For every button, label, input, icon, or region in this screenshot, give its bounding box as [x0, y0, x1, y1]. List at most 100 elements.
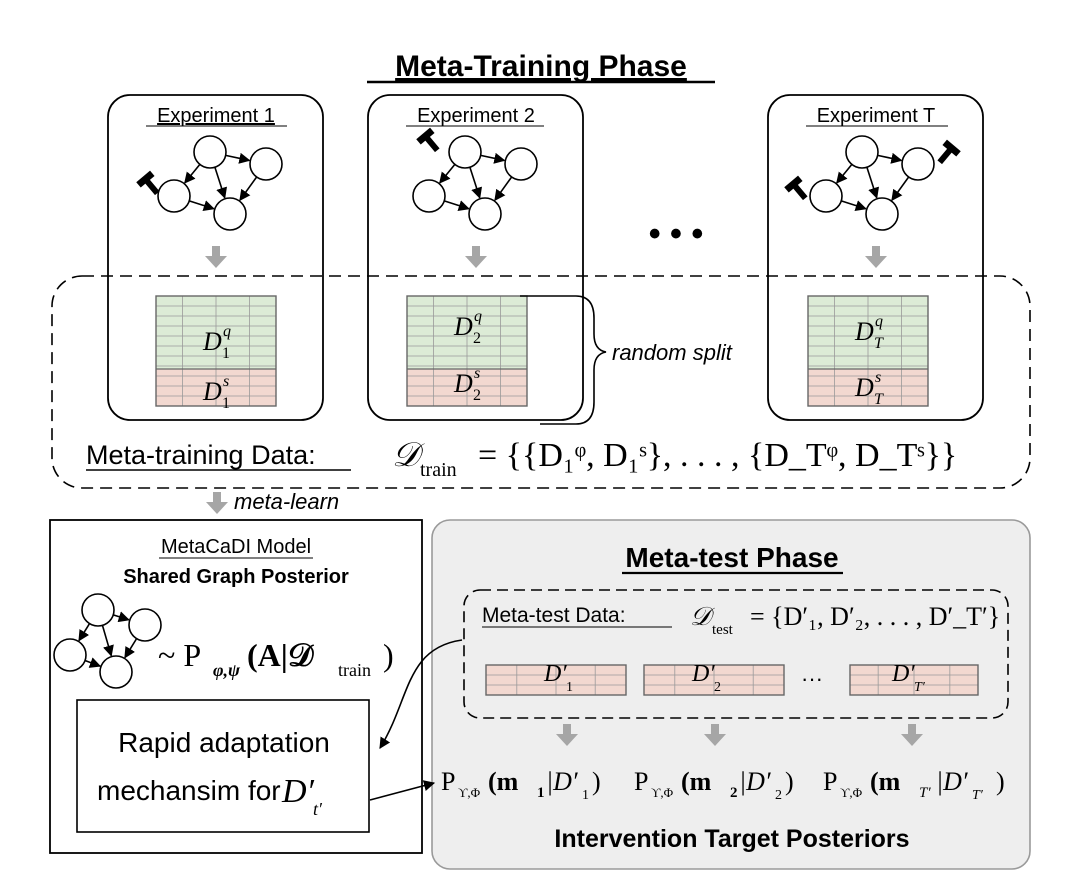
graph-edge — [439, 163, 456, 184]
test-table-1 — [485, 664, 627, 696]
split-brace — [520, 295, 607, 425]
svg-text:P: P — [823, 767, 837, 796]
svg-text:2: 2 — [775, 788, 782, 803]
test-data-region — [463, 589, 1009, 719]
test-set-sub: T′ — [914, 680, 926, 695]
test-footer: Intervention Target Posteriors — [554, 825, 909, 853]
graph-edge — [124, 638, 138, 659]
graph-edge — [84, 657, 102, 668]
svg-text:): ) — [785, 767, 794, 796]
graph-edge — [891, 176, 910, 202]
svg-text:(m: (m — [870, 767, 901, 796]
experiment-label: Experiment T — [817, 105, 936, 127]
graph-edge — [840, 200, 867, 212]
adaptation-box — [76, 699, 370, 833]
graph-edge — [112, 611, 130, 623]
svg-text:(m: (m — [681, 767, 712, 796]
split-label: random split — [612, 340, 733, 365]
query-set-label: D — [202, 327, 222, 356]
svg-text:P: P — [634, 767, 648, 796]
test-data-label: Meta-test Data: — [482, 604, 626, 627]
meta-learn-label: meta-learn — [234, 489, 339, 514]
down-arrow-icon — [205, 246, 887, 268]
experiment-card-t: Experiment T — [767, 94, 984, 421]
query-set-sup: q — [474, 308, 482, 325]
graph-node — [53, 638, 87, 672]
graph-node — [504, 147, 538, 181]
graph-node — [468, 197, 502, 231]
graph-node — [809, 179, 843, 213]
support-set-sub: 2 — [473, 387, 481, 404]
support-set-label: D — [854, 373, 874, 402]
experiment-label: Experiment 1 — [157, 105, 275, 127]
query-set-label: D — [453, 312, 473, 341]
graph-node — [128, 608, 162, 642]
test-set-label: D′ — [691, 661, 715, 687]
graph-node — [213, 197, 247, 231]
graph-node — [448, 135, 482, 169]
hammer-icon — [416, 127, 440, 153]
training-data-label: Meta-training Data: — [86, 440, 316, 470]
hammer-icon — [784, 175, 808, 201]
experiments-ellipsis: • • • — [649, 215, 704, 253]
test-table-t — [849, 664, 979, 696]
test-sets-ellipsis: ··· — [801, 666, 823, 691]
svg-text:(m: (m — [488, 767, 519, 796]
adaptation-var-sub: t′ — [313, 799, 323, 819]
query-set-label: D — [854, 317, 874, 346]
target-posterior-t: P ϒ,Φ (m T′ |D′ T′ ) — [823, 767, 1005, 803]
causal-graph-2 — [412, 135, 538, 231]
data-table-t — [807, 295, 929, 407]
causal-graph-1 — [157, 135, 283, 231]
svg-text:|D′: |D′ — [739, 767, 771, 796]
test-set-label: D′ — [891, 661, 915, 687]
graph-node — [901, 147, 935, 181]
test-title: Meta-test Phase — [625, 542, 838, 573]
graph-node — [249, 147, 283, 181]
adaptation-line-2: mechansim for — [97, 775, 281, 806]
graph-edge — [184, 163, 201, 184]
model-title: MetaCaDI Model — [161, 536, 311, 558]
svg-text:train: train — [420, 459, 457, 481]
graph-edge — [214, 166, 228, 199]
graph-edge — [443, 200, 470, 212]
svg-text:): ) — [996, 767, 1005, 796]
down-arrow-icon — [556, 724, 923, 746]
target-posterior-1: P ϒ,Φ (m 1 |D′ 1 ) — [441, 767, 601, 803]
model-panel — [49, 519, 423, 854]
test-to-adaptation-arrow — [379, 639, 463, 749]
svg-text:T′: T′ — [972, 788, 984, 803]
meta-learn-arrow — [206, 492, 228, 514]
graph-edge — [239, 176, 258, 202]
query-set-sup: q — [875, 313, 883, 330]
svg-text:φ,ψ: φ,ψ — [213, 660, 241, 680]
svg-text:ϒ,Φ: ϒ,Φ — [840, 785, 863, 800]
support-set-sub: 1 — [222, 395, 230, 412]
svg-text:ϒ,Φ: ϒ,Φ — [651, 785, 674, 800]
experiment-label: Experiment 2 — [417, 105, 535, 127]
graph-edge — [494, 176, 513, 202]
causal-graph-t — [809, 135, 935, 231]
query-set-sub: 1 — [222, 345, 230, 362]
graph-node — [412, 179, 446, 213]
svg-text:~ P: ~ P — [158, 637, 201, 673]
support-set-sup: s — [875, 369, 881, 386]
query-set-sub: T — [874, 335, 884, 352]
svg-text:test: test — [712, 622, 734, 638]
svg-text:train: train — [338, 660, 371, 680]
test-data-formula: 𝒟 test = {D′₁, D′₂, . . . , D′_T′} — [690, 602, 1000, 638]
graph-edge — [866, 166, 880, 199]
svg-text:1: 1 — [582, 788, 589, 803]
graph-node — [81, 593, 115, 627]
graph-posterior-formula: ~ P φ,ψ (A|𝒟 train ) — [158, 637, 394, 680]
test-set-label: D′ — [543, 661, 567, 687]
svg-text:2: 2 — [730, 785, 738, 801]
graph-edge — [78, 623, 91, 642]
model-subtitle: Shared Graph Posterior — [123, 566, 349, 588]
graph-edge — [469, 166, 483, 199]
support-set-label: D — [202, 377, 222, 406]
graph-edge — [480, 152, 506, 164]
training-data-formula: 𝒟 train = {{D₁ᵠ, D₁ˢ}, . . . , {D_Tᵠ, D_… — [392, 437, 957, 481]
test-table-2 — [643, 664, 785, 696]
graph-node — [99, 655, 133, 689]
